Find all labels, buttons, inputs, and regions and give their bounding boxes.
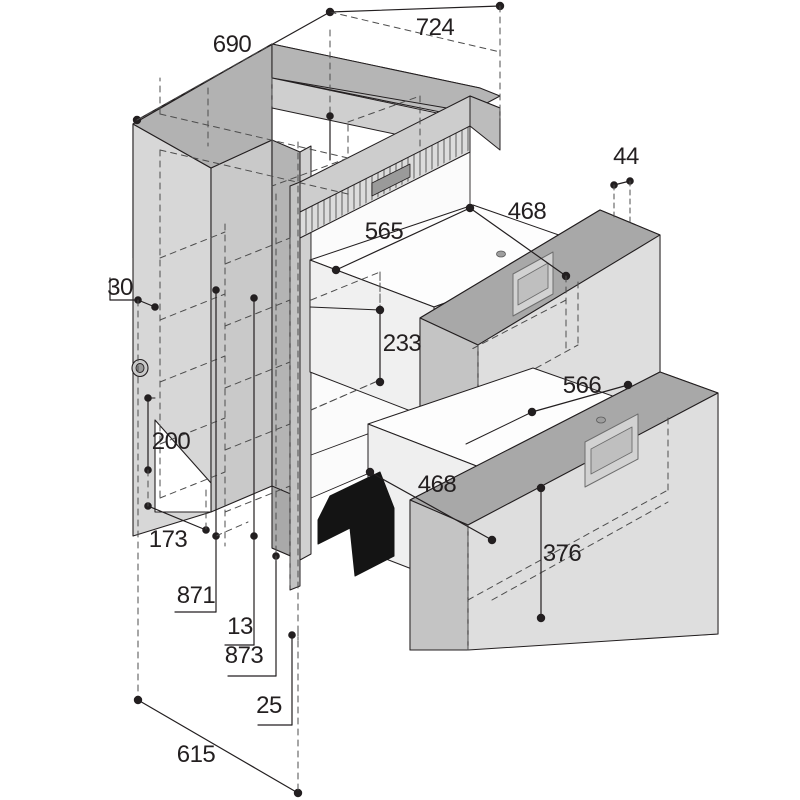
cabinet-top-bevel [299, 95, 501, 213]
upper-drawer-indicator [496, 250, 506, 258]
dim-690: 690 [213, 31, 252, 58]
dim-233: 233 [383, 330, 422, 357]
hidden-construction-lines [159, 77, 421, 591]
dim-615: 615 [177, 741, 216, 768]
dim-13: 13 [227, 613, 253, 640]
dim-44: 44 [613, 143, 639, 170]
dim-565: 565 [365, 218, 404, 245]
dim-724: 724 [416, 14, 455, 41]
dim-376: 376 [543, 540, 582, 567]
dim-173: 173 [149, 526, 188, 553]
lower-drawer-handle[interactable] [584, 413, 639, 488]
insertion-arrow-icon [317, 471, 395, 577]
dim-871: 871 [177, 582, 216, 609]
dim-30: 30 [107, 274, 133, 301]
cabinet-left-panel [132, 43, 273, 537]
dim-200: 200 [152, 428, 191, 455]
lower-drawer[interactable] [367, 367, 719, 651]
side-fitting-icon [131, 358, 149, 378]
dim-25: 25 [256, 692, 282, 719]
dimension-lines [109, 1, 634, 798]
lower-drawer-indicator [596, 416, 606, 424]
dim-873: 873 [225, 642, 264, 669]
dim-566: 566 [563, 372, 602, 399]
dim-468-lower: 468 [418, 471, 457, 498]
dim-468-upper: 468 [508, 198, 547, 225]
upper-drawer-handle[interactable] [512, 251, 554, 317]
dimension-labels: 690 724 44 565 468 233 566 468 376 30 20… [107, 14, 639, 768]
